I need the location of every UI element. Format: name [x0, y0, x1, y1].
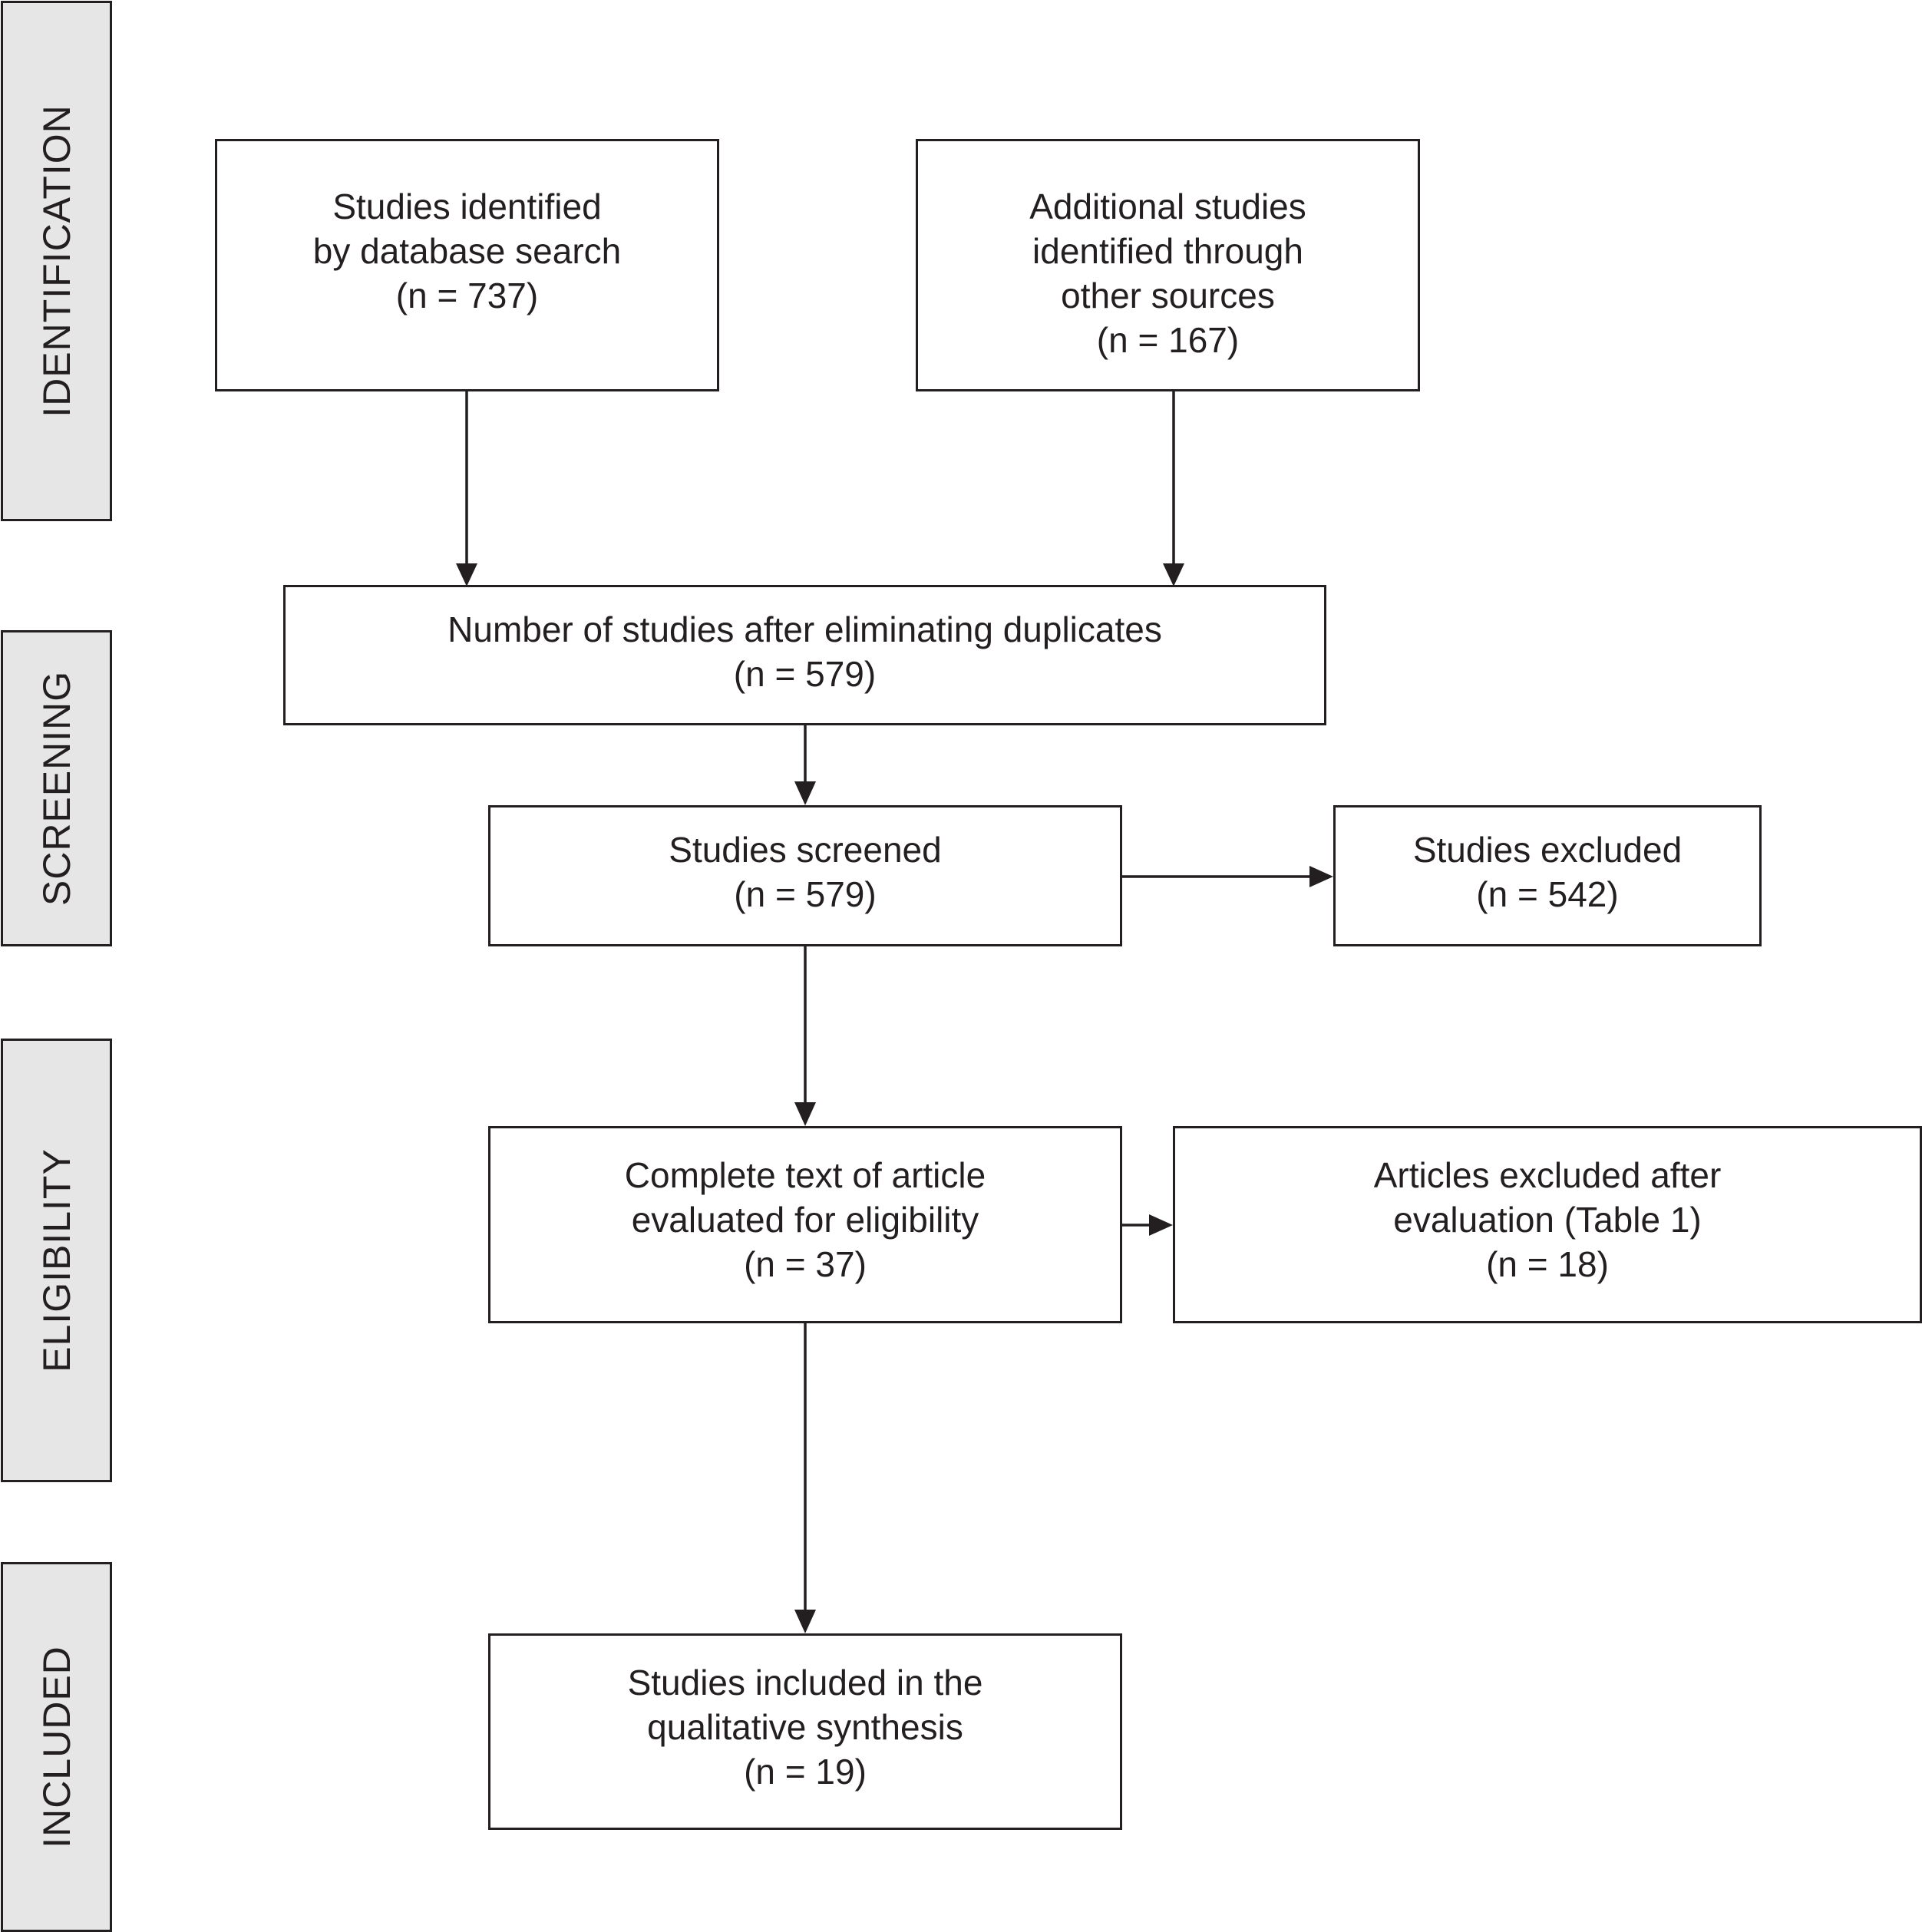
included-line-2: qualitative synthesis	[647, 1707, 963, 1747]
screened-count: (n = 579)	[734, 874, 877, 914]
included-box: Studies included in the qualitative synt…	[488, 1633, 1122, 1830]
excluded-after-eval-line-2: evaluation (Table 1)	[1393, 1200, 1702, 1240]
other-sources-line-3: other sources	[1061, 276, 1275, 315]
after-duplicates-box: Number of studies after eliminating dupl…	[283, 585, 1326, 725]
full-text-line-2: evaluated for eligibility	[631, 1200, 979, 1240]
screened-box: Studies screened (n = 579)	[488, 805, 1122, 946]
after-duplicates-line-1: Number of studies after eliminating dupl…	[447, 609, 1162, 649]
full-text-line-1: Complete text of article	[624, 1155, 986, 1195]
arrowhead-database	[456, 563, 477, 586]
screened-line-1: Studies screened	[669, 830, 942, 870]
excluded-after-eval-count: (n = 18)	[1486, 1244, 1609, 1284]
excluded-after-eval-box: Articles excluded after evaluation (Tabl…	[1173, 1126, 1922, 1323]
database-search-count: (n = 737)	[395, 276, 539, 315]
excluded-after-eval-line-1: Articles excluded after	[1373, 1155, 1722, 1195]
arrowhead-excluded	[1309, 866, 1333, 887]
database-search-box: Studies identified by database search (n…	[215, 139, 719, 391]
included-line-1: Studies included in the	[627, 1663, 983, 1702]
arrowhead-other	[1163, 563, 1184, 586]
other-sources-line-1: Additional studies	[1029, 187, 1306, 226]
arrowhead-excluded-after	[1149, 1214, 1173, 1236]
excluded-line-1: Studies excluded	[1412, 830, 1683, 870]
arrowhead-included	[794, 1610, 816, 1633]
database-search-line-1: Studies identified	[332, 187, 602, 226]
full-text-count: (n = 37)	[744, 1244, 867, 1284]
phase-eligibility: ELIGIBILITY	[1, 1039, 112, 1482]
other-sources-count: (n = 167)	[1096, 320, 1240, 360]
database-search-line-2: by database search	[312, 231, 622, 271]
phase-identification: IDENTIFICATION	[1, 1, 112, 521]
phase-screening: SCREENING	[1, 630, 112, 946]
phase-included: INCLUDED	[1, 1562, 112, 1932]
other-sources-line-2: identified through	[1032, 231, 1303, 271]
excluded-box: Studies excluded (n = 542)	[1333, 805, 1762, 946]
arrowhead-screened	[794, 781, 816, 805]
excluded-count: (n = 542)	[1476, 874, 1619, 914]
after-duplicates-count: (n = 579)	[733, 654, 877, 694]
full-text-box: Complete text of article evaluated for e…	[488, 1126, 1122, 1323]
included-count: (n = 19)	[744, 1752, 867, 1792]
other-sources-box: Additional studies identified through ot…	[916, 139, 1420, 391]
arrowhead-fulltext	[794, 1102, 816, 1126]
